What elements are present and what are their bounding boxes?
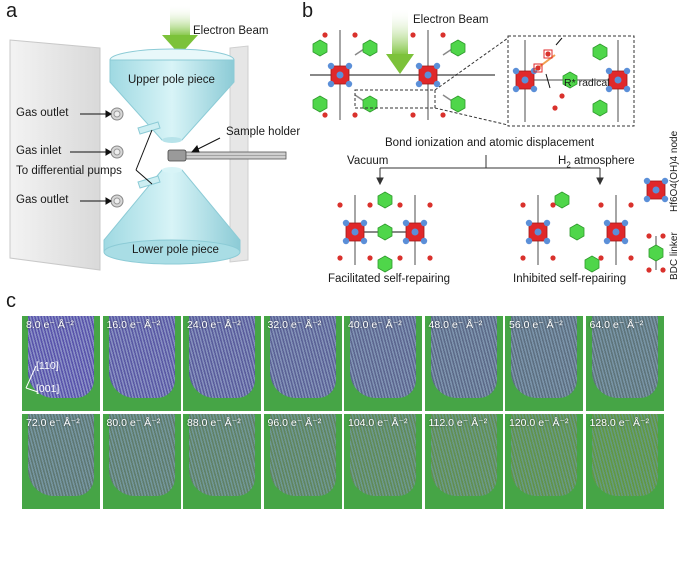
h2-atmosphere-label: H2 atmosphere [558, 155, 635, 170]
dose-label: 120.0 e⁻ Å⁻² [509, 417, 569, 429]
dose-label: 96.0 e⁻ Å⁻² [267, 417, 322, 429]
gas-outlet-bottom-label: Gas outlet [16, 194, 69, 206]
dose-label: 128.0 e⁻ Å⁻² [589, 417, 650, 429]
tem-crystal-region [350, 414, 416, 496]
tem-crystal-region [189, 316, 255, 398]
panel-c-label: c [6, 290, 16, 312]
electron-beam-label-b: Electron Beam [413, 14, 489, 26]
tem-crystal-region [269, 316, 336, 398]
tem-crystal-region [430, 414, 497, 496]
electron-beam-arrow [162, 5, 198, 55]
legend-node-label: Hf6O4(OH)4 node [669, 130, 680, 212]
tem-crystal-region [28, 414, 94, 496]
scale-bar [24, 569, 38, 571]
vacuum-label: Vacuum [347, 155, 389, 167]
dose-label: 80.0 e⁻ Å⁻² [106, 417, 161, 429]
mof-lattice-top [310, 30, 495, 120]
tem-image-tile: 72.0 e⁻ Å⁻² [22, 414, 100, 509]
sample-holder-rod [167, 149, 287, 162]
dose-label: 64.0 e⁻ Å⁻² [589, 319, 644, 331]
tem-crystal-region [511, 316, 577, 398]
bond-ionization-label: Bond ionization and atomic displacement [385, 137, 595, 149]
diff-pumps-label: To differential pumps [16, 165, 122, 177]
direction-110-label: [110] [36, 360, 59, 372]
electron-beam-arrow-b [386, 8, 414, 74]
tem-crystal-region [28, 316, 94, 398]
tem-image-tile: 80.0 e⁻ Å⁻² [102, 414, 181, 509]
panel-a-label: a [6, 0, 18, 22]
tem-image-tile: 56.0 e⁻ Å⁻² [505, 316, 583, 411]
tem-crystal-region [108, 316, 175, 398]
lower-pole-label: Lower pole piece [132, 244, 219, 256]
tem-crystal-region [269, 414, 336, 496]
tem-image-tile: 48.0 e⁻ Å⁻² [424, 316, 503, 411]
tem-crystal-region [591, 414, 658, 496]
mof-schematic [310, 8, 669, 273]
tem-crystal-region [350, 316, 416, 398]
tem-image-tile: 128.0 e⁻ Å⁻² [585, 414, 664, 509]
dose-label: 24.0 e⁻ Å⁻² [187, 319, 241, 331]
tem-image-tile: 8.0 e⁻ Å⁻² [22, 316, 100, 411]
dose-label: 72.0 e⁻ Å⁻² [26, 417, 80, 429]
tem-crystal-region [591, 316, 658, 398]
branch-arrows [376, 155, 604, 186]
dose-label: 8.0 e⁻ Å⁻² [26, 319, 74, 331]
upper-pole-piece [109, 48, 235, 143]
tem-image-tile: 112.0 e⁻ Å⁻² [424, 414, 503, 509]
dose-label: 32.0 e⁻ Å⁻² [267, 319, 322, 331]
tem-holder-diagram [9, 5, 287, 271]
tem-image-tile: 40.0 e⁻ Å⁻² [344, 316, 422, 411]
pointer-arrows [70, 110, 221, 205]
tem-image-tile: 88.0 e⁻ Å⁻² [183, 414, 261, 509]
tem-image-tile: 24.0 e⁻ Å⁻² [183, 316, 261, 411]
facilitated-label: Facilitated self-repairing [328, 273, 451, 285]
tem-image-tile: 104.0 e⁻ Å⁻² [344, 414, 422, 509]
electron-beam-label: Electron Beam [193, 25, 269, 37]
legend-linker-label: BDC linker [669, 232, 680, 280]
gas-inlet-label: Gas inlet [16, 145, 62, 157]
tem-image-tile: 16.0 e⁻ Å⁻² [102, 316, 181, 411]
tem-image-tile: 120.0 e⁻ Å⁻² [505, 414, 583, 509]
panel-b-label: b [302, 0, 314, 22]
structure-h2 [520, 191, 634, 273]
tem-crystal-region [511, 414, 577, 496]
direction-arrows-icon [25, 365, 39, 393]
upper-pole-label: Upper pole piece [128, 74, 215, 86]
direction-001-label: [001] [36, 383, 60, 395]
radical-label: R* radical [564, 77, 610, 89]
structure-vacuum [337, 191, 433, 273]
tem-crystal-region [189, 414, 255, 496]
dose-label: 112.0 e⁻ Å⁻² [428, 417, 488, 429]
lower-pole-piece [103, 167, 241, 265]
scale-bar-label: 10 nm [24, 556, 51, 567]
sample-holder-label: Sample holder [226, 126, 301, 138]
dose-label: 40.0 e⁻ Å⁻² [348, 319, 402, 331]
tem-crystal-region [430, 316, 497, 398]
dose-label: 16.0 e⁻ Å⁻² [106, 319, 161, 331]
dose-label: 48.0 e⁻ Å⁻² [428, 319, 483, 331]
gas-outlet-top-label: Gas outlet [16, 107, 69, 119]
dose-label: 56.0 e⁻ Å⁻² [509, 319, 563, 331]
legend-node-icon [643, 177, 669, 203]
dose-label: 88.0 e⁻ Å⁻² [187, 417, 241, 429]
dose-label: 104.0 e⁻ Å⁻² [348, 417, 408, 429]
tem-image-tile: 32.0 e⁻ Å⁻² [263, 316, 342, 411]
legend-linker-icon [646, 233, 666, 273]
zoom-inset [434, 35, 635, 127]
tem-image-tile: 64.0 e⁻ Å⁻² [585, 316, 664, 411]
tem-image-tile: 96.0 e⁻ Å⁻² [263, 414, 342, 509]
tem-crystal-region [108, 414, 175, 496]
gas-ports [110, 107, 124, 208]
inhibited-label: Inhibited self-repairing [513, 273, 627, 285]
